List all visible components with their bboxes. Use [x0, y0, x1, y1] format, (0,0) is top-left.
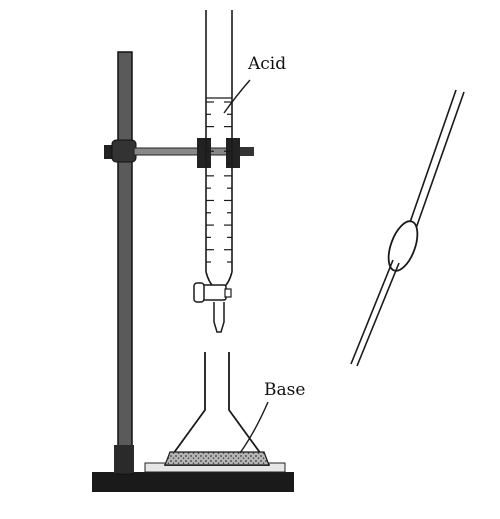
clamp-boss [104, 139, 137, 163]
stand-rod-foot [114, 445, 134, 473]
stopcock [193, 282, 232, 303]
burette-clamp [197, 138, 254, 168]
burette [205, 10, 233, 333]
base-label: Base [264, 380, 305, 400]
base-pointer [239, 401, 269, 454]
stand-base-plate [92, 472, 294, 492]
pipette [350, 89, 465, 367]
burette-graduations [206, 101, 232, 263]
conical-flask [144, 352, 286, 473]
acid-label: Acid [247, 54, 286, 74]
stand-rod [117, 51, 133, 475]
acid-pointer [223, 79, 251, 114]
